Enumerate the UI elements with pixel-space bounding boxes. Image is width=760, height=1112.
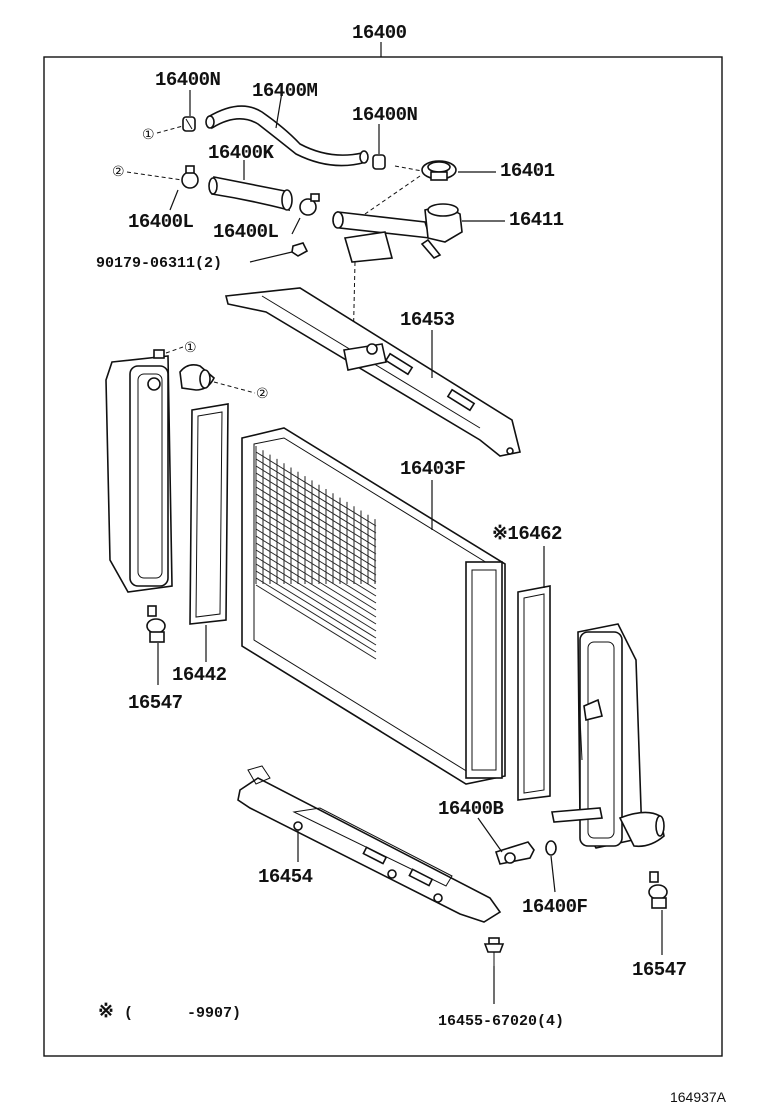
label-16400F: 16400F [522, 896, 588, 918]
label-16547-b: 16547 [632, 959, 687, 981]
label-90179: 90179-06311(2) [96, 255, 222, 272]
label-16400N-a: 16400N [155, 69, 221, 91]
circle-mark-1-left: ① [184, 339, 197, 355]
upper-support-16453-icon [225, 287, 521, 457]
label-16403F: 16403F [400, 458, 466, 480]
circle-mark-2-left: ② [256, 385, 269, 401]
clamp-16400N-top-icon [182, 116, 196, 132]
seal-16442-icon [189, 403, 229, 625]
label-16400L-a: 16400L [128, 211, 194, 233]
figure-id: 164937A [670, 1089, 727, 1105]
label-16442: 16442 [172, 664, 227, 686]
o-ring-16400F-icon [545, 840, 557, 856]
radiator-core-16403F-icon [241, 427, 506, 785]
note-symbol: ※ [98, 1001, 113, 1023]
assembly-frame [43, 56, 723, 1057]
label-16455: 16455-67020(4) [438, 1013, 564, 1030]
label-16400B: 16400B [438, 798, 504, 820]
note-text: ( -9907) [124, 1005, 241, 1022]
drain-plug-16400B-icon [494, 841, 535, 865]
label-16401: 16401 [500, 160, 555, 182]
bolt-16455-icon [483, 937, 505, 966]
clamp-16400L-left-icon [181, 165, 199, 189]
label-16400M: 16400M [252, 80, 318, 102]
label-16400L-b: 16400L [213, 221, 279, 243]
clamp-16400L-right-icon [299, 193, 320, 216]
filler-neck-16411-icon [332, 203, 463, 263]
right-tank-icon [551, 623, 665, 849]
nut-90179-icon [291, 242, 309, 257]
hose-16400K-icon [211, 176, 291, 212]
label-16411: 16411 [509, 209, 564, 231]
lower-support-16454-icon [237, 765, 502, 923]
label-16400N-b: 16400N [352, 104, 418, 126]
label-16462: ※16462 [492, 523, 562, 545]
clamp-16400N-right-icon [372, 154, 386, 170]
label-16400K: 16400K [208, 142, 275, 164]
label-16454: 16454 [258, 866, 313, 888]
label-16453: 16453 [400, 309, 455, 331]
circle-mark-1-top: ① [142, 126, 155, 142]
seal-16462-icon [517, 585, 551, 801]
drain-cock-16547-left-icon [146, 605, 166, 643]
drain-cock-16547-right-icon [648, 871, 668, 909]
left-tank-icon [105, 349, 215, 593]
radiator-cap-16401-icon [421, 160, 457, 181]
circle-mark-2-top: ② [112, 163, 125, 179]
label-16547-a: 16547 [128, 692, 183, 714]
assembly-label: 16400 [352, 22, 407, 44]
